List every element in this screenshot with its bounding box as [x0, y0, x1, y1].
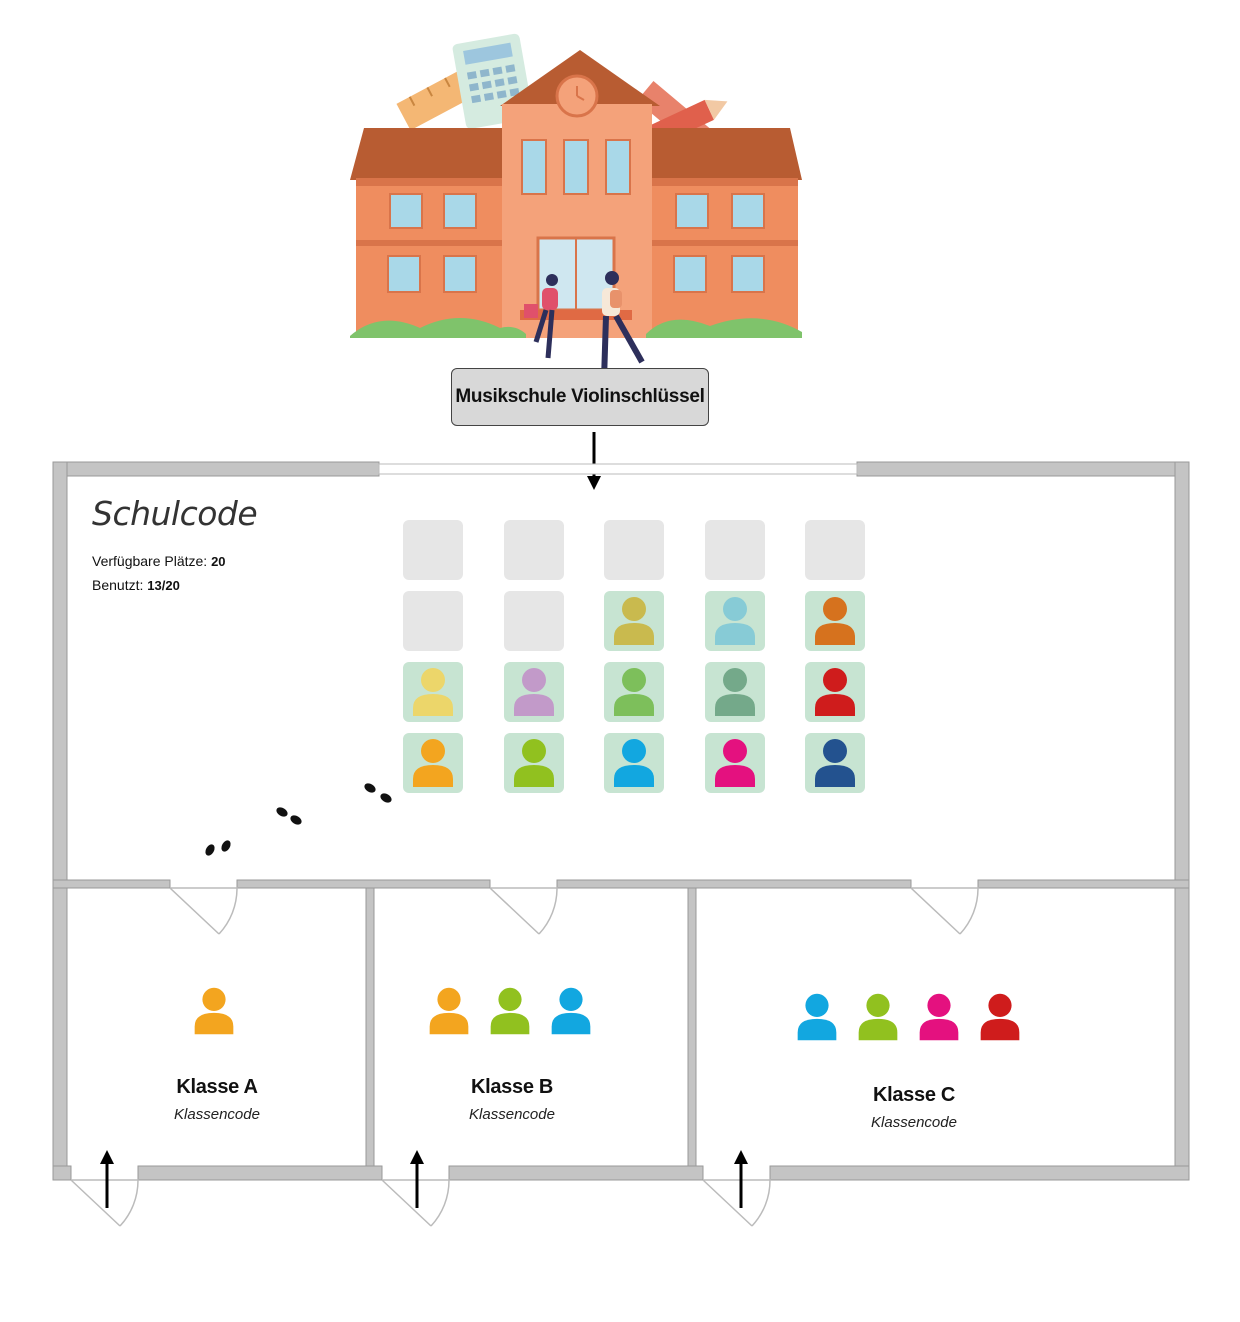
classroom-c: Klasse C Klassencode — [696, 888, 1175, 1166]
person-icon — [715, 668, 755, 716]
used-seats-stat: Benutzt: 13/20 — [92, 577, 180, 593]
hall-title: Schulcode — [92, 494, 258, 533]
person-icon — [614, 739, 654, 787]
occupied-seat[interactable] — [705, 662, 765, 722]
student — [849, 988, 907, 1051]
person-icon — [551, 987, 591, 1035]
person-icon — [715, 597, 755, 645]
empty-seat[interactable] — [504, 591, 564, 651]
student — [420, 982, 478, 1045]
school-building-illustration — [350, 33, 802, 381]
student — [788, 988, 846, 1051]
person-icon — [514, 668, 554, 716]
school-name-button[interactable]: Musikschule Violinschlüssel — [451, 368, 709, 426]
classroom-a: Klasse A Klassencode — [67, 888, 366, 1166]
empty-seat[interactable] — [705, 520, 765, 580]
occupied-seat[interactable] — [504, 733, 564, 793]
student — [481, 982, 539, 1045]
empty-seat[interactable] — [403, 591, 463, 651]
used-seats-label: Benutzt: — [92, 577, 144, 593]
exit-arrow-icon — [410, 1150, 424, 1208]
student — [542, 982, 600, 1045]
empty-seat[interactable] — [604, 520, 664, 580]
footprints-icon — [205, 783, 392, 856]
person-icon — [797, 993, 837, 1041]
person-icon — [429, 987, 469, 1035]
classroom-students — [696, 988, 1116, 1048]
person-icon — [858, 993, 898, 1041]
person-icon — [919, 993, 959, 1041]
person-icon — [815, 668, 855, 716]
person-icon — [614, 668, 654, 716]
occupied-seat[interactable] — [604, 662, 664, 722]
person-icon — [815, 597, 855, 645]
classroom-code: Klassencode — [469, 1106, 555, 1123]
available-seats-stat: Verfügbare Plätze: 20 — [92, 553, 226, 569]
person-icon — [413, 739, 453, 787]
occupied-seat[interactable] — [604, 591, 664, 651]
student — [185, 982, 243, 1045]
exit-arrow-icon — [100, 1150, 114, 1208]
available-seats-label: Verfügbare Plätze: — [92, 553, 208, 569]
occupied-seat[interactable] — [604, 733, 664, 793]
classroom-title: Klasse A — [176, 1076, 258, 1098]
available-seats-value: 20 — [211, 554, 226, 569]
person-icon — [980, 993, 1020, 1041]
classroom-b: Klasse B Klassencode — [374, 888, 688, 1166]
exit-arrow-icon — [734, 1150, 748, 1208]
classroom-students — [374, 982, 650, 1038]
classroom-title: Klasse B — [470, 1076, 554, 1098]
classroom-title: Klasse C — [872, 1084, 956, 1106]
empty-seat[interactable] — [805, 520, 865, 580]
classroom-code: Klassencode — [174, 1106, 260, 1123]
person-icon — [815, 739, 855, 787]
occupied-seat[interactable] — [805, 591, 865, 651]
person-icon — [614, 597, 654, 645]
classroom-code: Klassencode — [871, 1114, 957, 1131]
occupied-seat[interactable] — [805, 733, 865, 793]
person-icon — [514, 739, 554, 787]
empty-seat[interactable] — [403, 520, 463, 580]
occupied-seat[interactable] — [403, 662, 463, 722]
student — [910, 988, 968, 1051]
seat-grid — [403, 520, 865, 793]
occupied-seat[interactable] — [504, 662, 564, 722]
student — [971, 988, 1029, 1051]
person-icon — [413, 668, 453, 716]
person-icon — [715, 739, 755, 787]
empty-seat[interactable] — [504, 520, 564, 580]
person-icon — [490, 987, 530, 1035]
occupied-seat[interactable] — [805, 662, 865, 722]
used-seats-value: 13/20 — [147, 578, 180, 593]
occupied-seat[interactable] — [403, 733, 463, 793]
occupied-seat[interactable] — [705, 591, 765, 651]
person-icon — [194, 987, 234, 1035]
occupied-seat[interactable] — [705, 733, 765, 793]
classroom-students — [67, 982, 366, 1038]
